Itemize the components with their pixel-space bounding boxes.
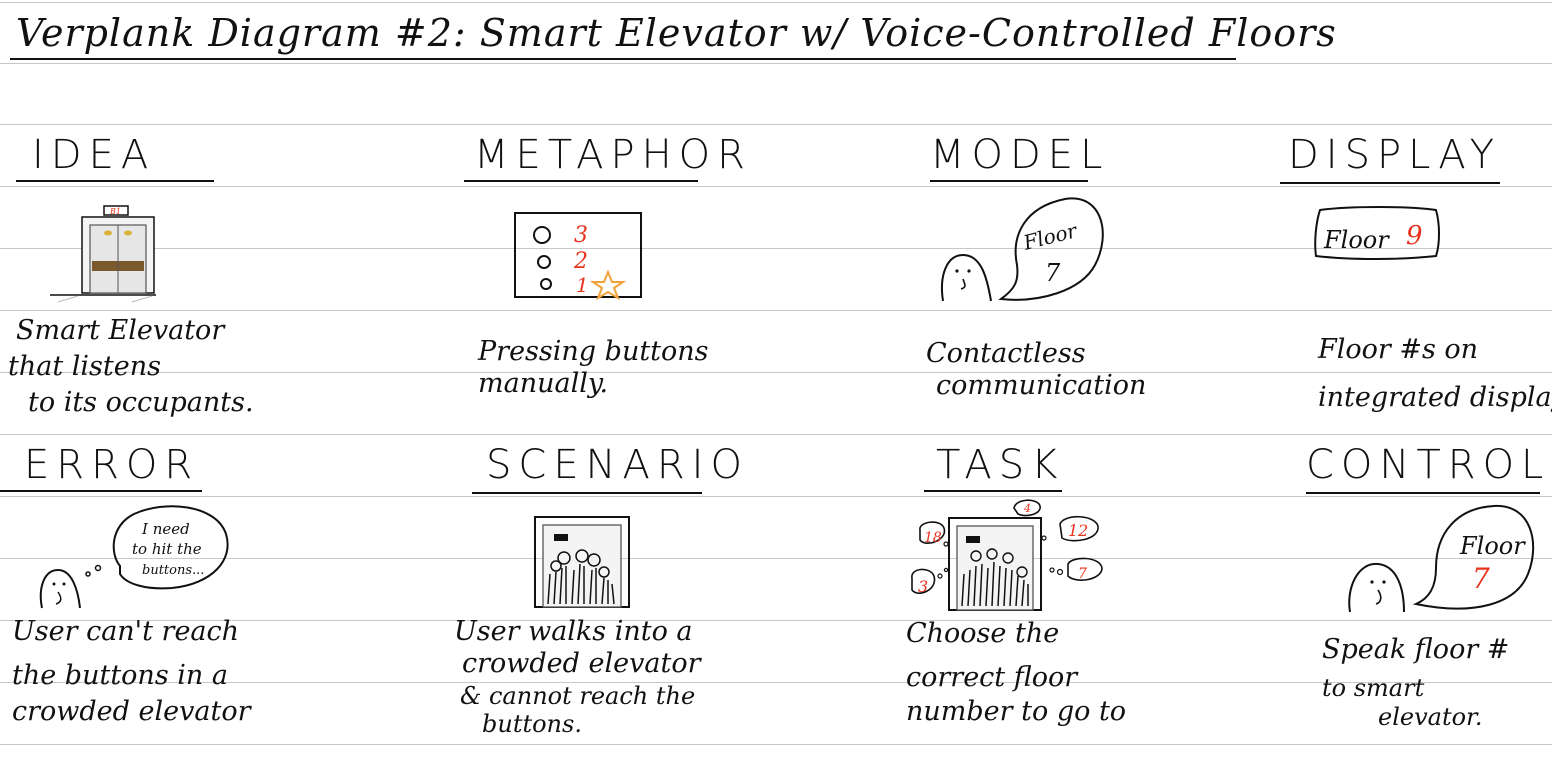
display-number: 9 (1406, 221, 1423, 251)
heading-control: CONTROL (1306, 442, 1551, 488)
caption-line: manually. (478, 368, 609, 399)
heading-underline (472, 492, 702, 494)
floor-label: 1 (576, 273, 589, 297)
heading-underline (1306, 492, 1540, 494)
caption-line: crowded elevator (462, 648, 701, 679)
caption-line: Speak floor # (1322, 634, 1510, 665)
caption-line: User can't reach (12, 616, 240, 647)
request-bubble-icon (1059, 515, 1099, 542)
caption-scenario: User walks into a crowded elevator & can… (454, 616, 700, 736)
request-floor: 4 (1023, 502, 1031, 515)
caption-line: to its occupants. (28, 387, 254, 418)
ruled-line (0, 124, 1552, 125)
title-underline (10, 58, 1236, 60)
star-icon (589, 269, 627, 301)
caption-model: Contactless communication (926, 338, 1146, 402)
thought-text-line: to hit the (132, 540, 202, 558)
caption-line: Contactless (926, 338, 1086, 369)
ruled-line (0, 2, 1552, 3)
person-icon (1348, 562, 1405, 613)
ruled-line (0, 248, 1552, 249)
heading-underline (1280, 182, 1500, 184)
ruled-line (0, 63, 1552, 64)
speech-text: Floor (1020, 218, 1080, 255)
person-thought-icon: I need to hit the buttons... (39, 505, 229, 609)
caption-line: Pressing buttons (478, 336, 709, 367)
heading-display: DISPLAY (1288, 132, 1502, 178)
ruled-line (0, 620, 1552, 621)
caption-line: that listens (8, 351, 161, 382)
floor-indicator-label: B1 (109, 207, 121, 216)
heading-underline (464, 180, 698, 182)
request-bubble-icon (1067, 557, 1103, 581)
person-icon (39, 568, 81, 609)
request-bubble-icon (911, 568, 936, 594)
heading-model: MODEL (930, 132, 1110, 178)
heading-metaphor: METAPHOR (474, 132, 752, 178)
caption-line: User walks into a (454, 616, 693, 647)
caption-line: number to go to (906, 696, 1127, 727)
heading-underline (16, 180, 214, 182)
crowded-elevator-requests-icon: 4 12 18 7 3 (911, 499, 1103, 611)
crowded-elevator-icon (534, 516, 630, 608)
caption-task: Choose the correct floor number to go to (906, 618, 1126, 728)
thought-text-line: buttons... (142, 563, 204, 578)
ruled-line (0, 372, 1552, 373)
caption-idea: Smart Elevator that listens to its occup… (8, 315, 254, 419)
caption-line: the buttons in a (12, 660, 228, 691)
heading-underline (930, 180, 1088, 182)
heading-error: ERROR (24, 442, 200, 488)
caption-line: crowded elevator (12, 696, 251, 727)
heading-task: TASK (936, 442, 1065, 488)
heading-idea: IDEA (32, 132, 156, 178)
ruled-line (0, 682, 1552, 683)
request-floor: 18 (924, 530, 942, 546)
ruled-line (0, 186, 1552, 187)
speech-bubble-icon (1412, 504, 1535, 610)
speech-bubble-icon (998, 197, 1104, 301)
caption-line: correct floor (906, 662, 1078, 693)
thought-text-line: I need (141, 520, 190, 538)
ruled-line (0, 310, 1552, 311)
ruled-line (0, 434, 1552, 435)
ruled-line (0, 496, 1552, 497)
caption-line: Choose the (906, 618, 1060, 649)
request-floor: 12 (1068, 521, 1088, 540)
caption-line: elevator. (1378, 703, 1483, 731)
button-panel-icon: 3 2 1 (514, 212, 642, 301)
floor-label: 3 (574, 223, 588, 248)
request-bubble-icon (919, 521, 946, 544)
caption-line: integrated display. (1318, 382, 1552, 413)
caption-line: Floor #s on (1318, 334, 1479, 365)
request-bubble-icon (1013, 499, 1041, 517)
caption-line: communication (936, 370, 1147, 401)
caption-line: & cannot reach the (460, 682, 696, 710)
elevator-icon: B1 (50, 205, 156, 303)
ruled-line (0, 558, 1552, 559)
speech-text: Floor (1459, 532, 1526, 560)
person-speech-icon: Floor 7 (1348, 504, 1535, 613)
heading-underline (0, 490, 202, 492)
display-screen-icon: Floor 9 (1314, 206, 1440, 260)
page-title: Verplank Diagram #2: Smart Elevator w/ V… (16, 11, 1337, 55)
display-text: Floor (1323, 226, 1390, 254)
speech-number: 7 (1472, 562, 1490, 595)
request-floor: 7 (1078, 566, 1087, 582)
caption-line: to smart (1322, 674, 1425, 702)
heading-scenario: SCENARIO (486, 442, 749, 488)
caption-metaphor: Pressing buttons manually. (478, 336, 709, 400)
floor-label: 2 (573, 249, 588, 274)
caption-line: Smart Elevator (16, 315, 225, 346)
request-floor: 3 (918, 577, 928, 596)
caption-display: Floor #s on integrated display. (1318, 334, 1552, 414)
caption-error: User can't reach the buttons in a crowde… (12, 616, 250, 728)
person-icon (941, 253, 992, 302)
speech-number: 7 (1045, 259, 1061, 287)
caption-line: buttons. (482, 710, 582, 738)
person-speech-icon: Floor 7 (941, 197, 1104, 302)
ruled-line (0, 744, 1552, 745)
heading-underline (924, 490, 1062, 492)
caption-control: Speak floor # to smart elevator. (1322, 634, 1509, 730)
thought-bubble-icon (112, 505, 229, 590)
